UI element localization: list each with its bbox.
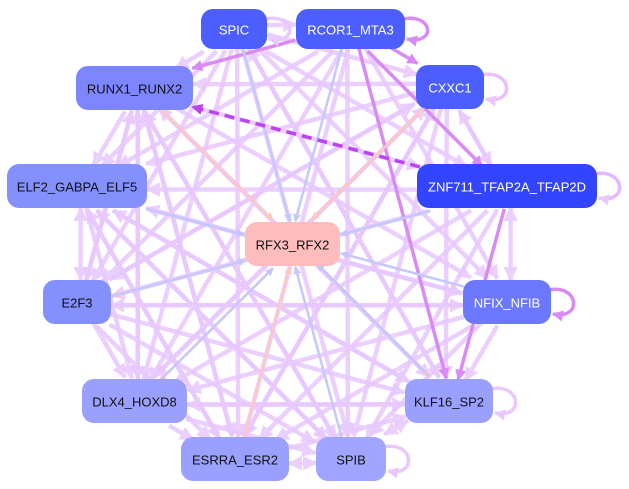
node-box[interactable] — [43, 280, 111, 324]
node-runx1-runx2[interactable]: RUNX1_RUNX2 — [76, 66, 193, 110]
node-label: RUNX1_RUNX2 — [87, 82, 182, 97]
node-rfx3-rfx2[interactable]: RFX3_RFX2 — [245, 222, 340, 266]
edge-dlx4_hoxd8-to-esrra_esr2 — [167, 423, 195, 442]
edge-nfix_nfib-to-spib — [368, 320, 485, 437]
self-loop-spic — [264, 16, 292, 47]
node-klf16-sp2[interactable]: KLF16_SP2 — [405, 379, 493, 423]
edge-spib-to-elf2_gabpa_elf5 — [95, 208, 329, 441]
node-label: NFIX_NFIB — [474, 296, 540, 311]
edge-e2f3-to-dlx4_hoxd8 — [91, 321, 128, 379]
edge-znf711_tfap2a_tfap2d-to-cxxc1 — [457, 109, 493, 167]
edge-znf711_tfap2a_tfap2d-to-dlx4_hoxd8 — [173, 208, 473, 384]
edge-e2f3-to-rfx3_rfx2 — [111, 258, 247, 298]
edge-klf16_sp2-to-rfx3_rfx2 — [316, 262, 431, 378]
edge-spic-to-rcor1_mta3 — [266, 17, 298, 33]
edge-nfix_nfib-to-klf16_sp2 — [463, 324, 500, 382]
edge-runx1_runx2-to-rfx3_rfx2 — [158, 106, 274, 221]
node-box[interactable] — [82, 379, 187, 423]
edge-klf16_sp2-to-spic — [246, 46, 442, 379]
node-znf711-tfap2a-tfap2d[interactable]: ZNF711_TFAP2A_TFAP2D — [417, 164, 597, 208]
edge-znf711_tfap2a_tfap2d-to-rfx3_rfx2 — [340, 209, 431, 237]
node-box[interactable] — [416, 65, 484, 109]
edge-znf711_tfap2a_tfap2d-to-runx1_runx2 — [191, 103, 421, 169]
node-spic[interactable]: SPIC — [201, 9, 267, 49]
node-label: SPIB — [336, 453, 366, 468]
node-box[interactable] — [201, 9, 267, 49]
node-spib[interactable]: SPIB — [316, 437, 386, 481]
edge-elf2_gabpa_elf5-to-rfx3_rfx2 — [145, 207, 245, 237]
edge-e2f3-to-klf16_sp2 — [109, 312, 406, 397]
node-label: E2F3 — [61, 296, 92, 311]
edge-spic-to-rfx3_rfx2 — [241, 47, 292, 222]
node-label: KLF16_SP2 — [414, 395, 484, 410]
edge-esrra_esr2-to-runx1_runx2 — [139, 107, 235, 437]
edge-spib-to-klf16_sp2 — [383, 418, 410, 437]
node-box[interactable] — [405, 379, 493, 423]
edge-cxxc1-to-rfx3_rfx2 — [310, 105, 427, 221]
node-box[interactable] — [76, 66, 193, 110]
edge-rcor1_mta3-to-cxxc1 — [387, 44, 419, 65]
node-label: SPIC — [219, 23, 249, 38]
node-dlx4-hoxd8[interactable]: DLX4_HOXD8 — [82, 379, 187, 423]
edges-layer — [73, 17, 518, 471]
edge-cxxc1-to-klf16_sp2 — [438, 108, 454, 381]
node-rcor1-mta3[interactable]: RCOR1_MTA3 — [296, 9, 405, 49]
node-e2f3[interactable]: E2F3 — [43, 280, 111, 324]
node-box[interactable] — [245, 222, 340, 266]
edge-nfix_nfib-to-dlx4_hoxd8 — [186, 314, 465, 395]
node-box[interactable] — [296, 9, 405, 49]
node-box[interactable] — [181, 437, 289, 481]
edge-runx1_runx2-to-elf2_gabpa_elf5 — [91, 110, 127, 167]
node-box[interactable] — [463, 280, 551, 324]
edge-klf16_sp2-to-elf2_gabpa_elf5 — [111, 208, 410, 384]
edge-znf711_tfap2a_tfap2d-to-esrra_esr2 — [257, 208, 490, 441]
edge-spic-to-esrra_esr2 — [230, 48, 246, 439]
node-label: RFX3_RFX2 — [256, 238, 330, 253]
node-label: ZNF711_TFAP2A_TFAP2D — [428, 180, 586, 195]
edge-runx1_runx2-to-nfix_nfib — [173, 105, 473, 280]
edge-spib-to-rfx3_rfx2 — [293, 266, 344, 439]
edge-esrra_esr2-to-elf2_gabpa_elf5 — [84, 208, 222, 440]
self-loop-cxxc1 — [481, 72, 509, 107]
edge-rcor1_mta3-to-dlx4_hoxd8 — [148, 49, 344, 382]
self-loop-spib — [383, 444, 411, 479]
edge-e2f3-to-cxxc1 — [108, 101, 416, 282]
self-loop-znf711_tfap2a_tfap2d — [594, 171, 622, 206]
edge-esrra_esr2-to-rfx3_rfx2 — [242, 266, 292, 439]
node-box[interactable] — [316, 437, 386, 481]
node-esrra-esr2[interactable]: ESRRA_ESR2 — [181, 437, 289, 481]
edge-rcor1_mta3-to-rfx3_rfx2 — [293, 47, 344, 222]
node-box[interactable] — [417, 164, 597, 208]
edge-rcor1_mta3-to-nfix_nfib — [362, 46, 500, 280]
edge-rcor1_mta3-to-klf16_sp2 — [357, 47, 450, 380]
node-label: CXXC1 — [428, 81, 471, 96]
edge-e2f3-to-spib — [108, 322, 316, 444]
node-nfix-nfib[interactable]: NFIX_NFIB — [463, 280, 551, 324]
node-label: RCOR1_MTA3 — [307, 23, 393, 38]
edge-dlx4_hoxd8-to-rfx3_rfx2 — [158, 267, 274, 383]
node-cxxc1[interactable]: CXXC1 — [416, 65, 484, 109]
self-loops-layer — [264, 16, 622, 479]
self-loop-rcor1_mta3 — [402, 16, 430, 47]
edge-spib-to-runx1_runx2 — [142, 110, 338, 440]
self-loop-nfix_nfib — [548, 287, 576, 322]
edge-spic-to-runx1_runx2 — [174, 49, 205, 71]
edge-rcor1_mta3-to-elf2_gabpa_elf5 — [116, 49, 320, 169]
node-elf2-gabpa-elf5[interactable]: ELF2_GABPA_ELF5 — [7, 164, 147, 208]
node-label: DLX4_HOXD8 — [92, 395, 177, 410]
self-loop-klf16_sp2 — [490, 386, 518, 421]
node-box[interactable] — [7, 164, 147, 208]
node-label: ELF2_GABPA_ELF5 — [17, 180, 137, 195]
edge-nfix_nfib-to-rfx3_rfx2 — [340, 251, 465, 288]
node-label: ESRRA_ESR2 — [192, 453, 278, 468]
